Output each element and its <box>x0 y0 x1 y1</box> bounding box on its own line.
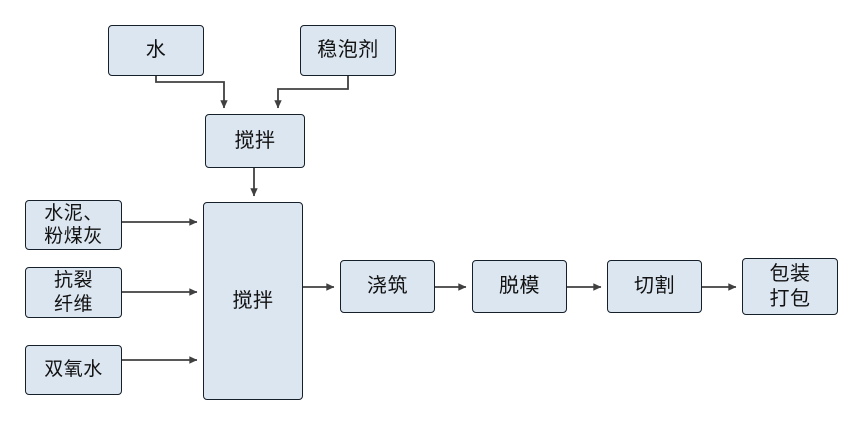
node-demolding-label: 脱模 <box>499 275 540 298</box>
node-anticrack-fiber-label: 抗裂 纤维 <box>53 270 93 315</box>
edge-water-to-mix1 <box>155 76 228 109</box>
node-demolding[interactable]: 脱模 <box>472 260 567 313</box>
node-hydrogen-peroxide-label: 双氧水 <box>44 359 103 381</box>
node-cement-flyash-label: 水泥、 粉煤灰 <box>44 202 103 247</box>
node-packaging[interactable]: 包装 打包 <box>742 258 838 315</box>
node-cutting[interactable]: 切割 <box>607 260 702 313</box>
node-mixing-main[interactable]: 搅拌 <box>203 202 303 400</box>
node-water-label: 水 <box>145 39 167 62</box>
node-mixing-first-label: 搅拌 <box>234 129 276 152</box>
node-hydrogen-peroxide[interactable]: 双氧水 <box>25 345 122 395</box>
node-casting[interactable]: 浇筑 <box>340 260 435 313</box>
node-water[interactable]: 水 <box>108 25 204 76</box>
node-casting-label: 浇筑 <box>367 275 408 298</box>
node-mixing-first[interactable]: 搅拌 <box>205 114 305 168</box>
edge-stabilizer-to-mix1 <box>274 76 349 109</box>
node-anticrack-fiber[interactable]: 抗裂 纤维 <box>25 267 122 318</box>
node-packaging-label: 包装 打包 <box>769 263 811 310</box>
node-mixing-main-label: 搅拌 <box>232 289 274 312</box>
node-stabilizer-label: 稳泡剂 <box>317 39 379 62</box>
node-stabilizer[interactable]: 稳泡剂 <box>300 25 396 76</box>
node-cutting-label: 切割 <box>634 275 675 298</box>
node-cement-flyash[interactable]: 水泥、 粉煤灰 <box>25 200 122 250</box>
